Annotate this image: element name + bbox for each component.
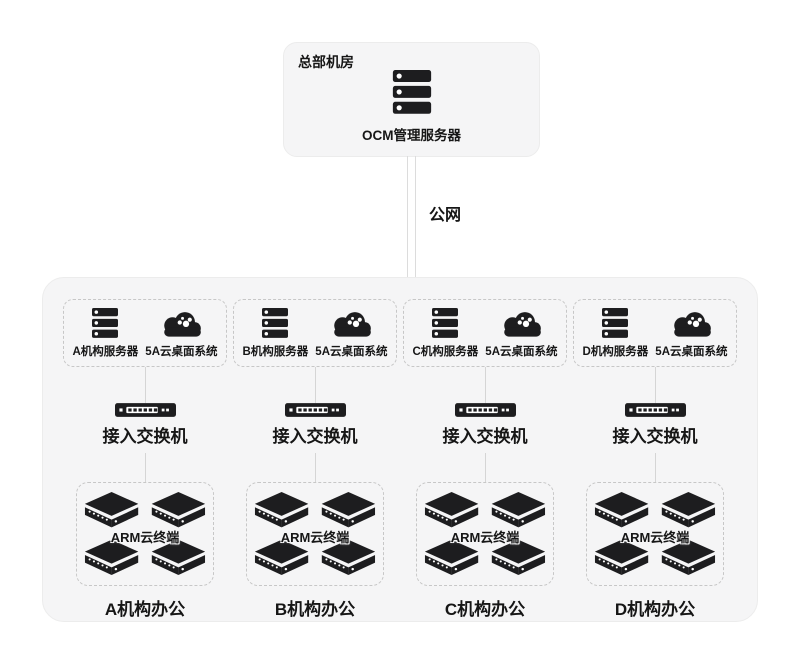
branch-a-terminals-box: ARM云终端	[76, 482, 214, 586]
server-rack-icon	[392, 70, 431, 114]
branch-b-switch-label: 接入交换机	[272, 427, 358, 446]
branch-c-servers-box: C机构服务器 5A云桌面系统	[403, 299, 567, 367]
branch-b-terminal-label: ARM云终端	[280, 530, 350, 545]
branch-d-terminal-label: ARM云终端	[620, 530, 690, 545]
branch-d-cloud-label: 5A云桌面系统	[655, 346, 728, 358]
branch-c-server-unit: C机构服务器	[412, 308, 478, 359]
ocm-server-label: OCM管理服务器	[362, 128, 461, 143]
branch-d-switch-label: 接入交换机	[612, 427, 698, 446]
hq-room-title: 总部机房	[298, 54, 354, 70]
branch-b-servers-box: B机构服务器 5A云桌面系统	[233, 299, 397, 367]
branch-a-switch-label: 接入交换机	[102, 427, 188, 446]
public-network-trunk-line	[407, 156, 416, 277]
connector-line	[654, 367, 656, 403]
branch-b-terminals-box: ARM云终端	[246, 482, 384, 586]
branch-a-terminal-label: ARM云终端	[110, 530, 180, 545]
connector-line	[144, 367, 146, 403]
cloud-desktop-icon	[669, 309, 714, 338]
branch-column-a: A机构服务器 5A云桌面系统 接入交换机 ARM云终端 A机构办公	[63, 299, 227, 621]
branch-column-d: D机构服务器 5A云桌面系统 接入交换机 ARM云终端 D机构办公	[573, 299, 737, 621]
branch-column-c: C机构服务器 5A云桌面系统 接入交换机 ARM云终端 C机构办公	[403, 299, 567, 621]
branch-d-terminals-box: ARM云终端	[586, 482, 724, 586]
connector-line	[484, 453, 486, 482]
branch-a-cloud-label: 5A云桌面系统	[145, 346, 218, 358]
branch-d-server-unit: D机构服务器	[582, 308, 648, 359]
network-switch-icon	[115, 403, 176, 417]
connector-line	[654, 453, 656, 482]
branch-a-office-label: A机构办公	[104, 600, 186, 619]
branch-d-cloud-unit: 5A云桌面系统	[655, 309, 728, 359]
branch-b-cloud-unit: 5A云桌面系统	[315, 309, 388, 359]
cloud-desktop-icon	[499, 309, 544, 338]
network-switch-icon	[625, 403, 686, 417]
branch-d-server-label: D机构服务器	[582, 346, 649, 358]
branch-b-cloud-label: 5A云桌面系统	[315, 346, 388, 358]
connector-line	[144, 453, 146, 482]
branch-c-server-label: C机构服务器	[412, 346, 479, 358]
branch-c-terminal-label: ARM云终端	[450, 530, 520, 545]
branch-a-server-unit: A机构服务器	[72, 308, 138, 359]
connector-line	[314, 453, 316, 482]
branch-c-cloud-label: 5A云桌面系统	[485, 346, 558, 358]
branch-c-terminals-box: ARM云终端	[416, 482, 554, 586]
network-switch-icon	[285, 403, 346, 417]
branch-c-office-label: C机构办公	[444, 600, 526, 619]
connector-line	[314, 367, 316, 403]
branch-d-office-label: D机构办公	[614, 600, 696, 619]
cloud-desktop-icon	[159, 309, 204, 338]
server-rack-icon	[602, 308, 628, 338]
branch-a-server-label: A机构服务器	[72, 346, 139, 358]
branch-b-office-label: B机构办公	[274, 600, 356, 619]
server-rack-icon	[432, 308, 458, 338]
branch-b-server-label: B机构服务器	[242, 346, 309, 358]
server-rack-icon	[92, 308, 118, 338]
server-rack-icon	[262, 308, 288, 338]
branch-d-servers-box: D机构服务器 5A云桌面系统	[573, 299, 737, 367]
branch-c-switch-label: 接入交换机	[442, 427, 528, 446]
branch-a-servers-box: A机构服务器 5A云桌面系统	[63, 299, 227, 367]
hq-room-box: 总部机房 OCM管理服务器	[283, 42, 540, 157]
branch-b-server-unit: B机构服务器	[242, 308, 308, 359]
branch-column-b: B机构服务器 5A云桌面系统 接入交换机 ARM云终端 B机构办公	[233, 299, 397, 621]
branches-container: A机构服务器 5A云桌面系统 接入交换机 ARM云终端 A机构办公 B机构服务器	[42, 277, 758, 622]
connector-line	[484, 367, 486, 403]
cloud-desktop-icon	[329, 309, 374, 338]
public-network-label: 公网	[429, 207, 462, 224]
network-switch-icon	[455, 403, 516, 417]
branch-c-cloud-unit: 5A云桌面系统	[485, 309, 558, 359]
branch-a-cloud-unit: 5A云桌面系统	[145, 309, 218, 359]
